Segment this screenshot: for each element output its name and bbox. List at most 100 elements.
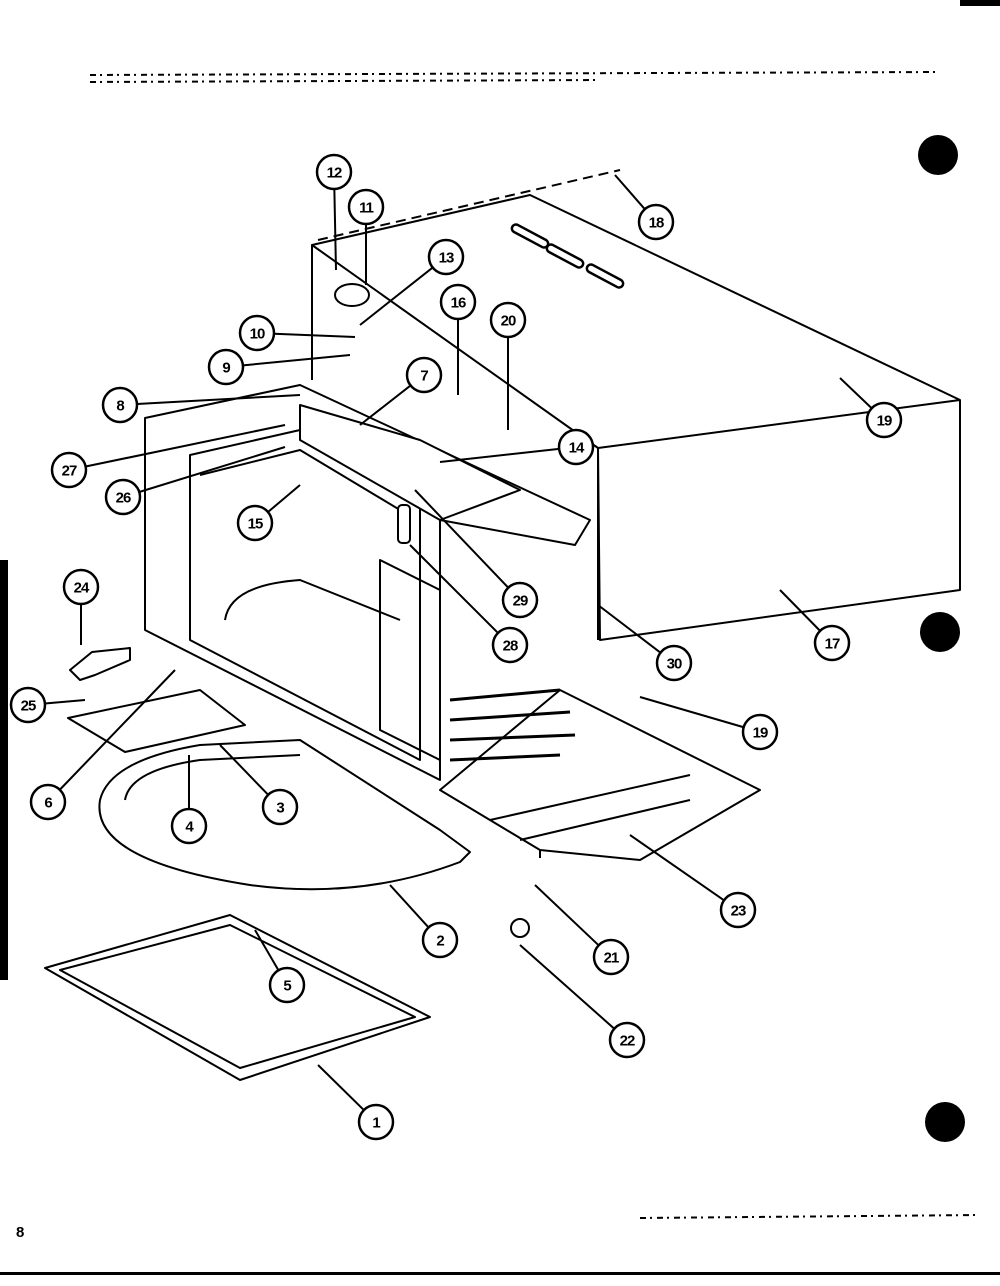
callout-circle xyxy=(608,1021,646,1059)
callout-label: 12 xyxy=(327,165,342,182)
callout-label: 24 xyxy=(74,580,90,597)
bracket-part-3 xyxy=(67,689,246,753)
callout-label: 9 xyxy=(222,360,230,377)
callout-circle xyxy=(104,478,142,516)
callout-13: 13 xyxy=(359,238,465,326)
leader-line xyxy=(267,484,301,513)
callout-15: 15 xyxy=(236,484,301,542)
callout-18: 18 xyxy=(614,174,675,241)
callout-circle xyxy=(421,921,459,959)
callout-circle xyxy=(170,807,208,845)
leader-line xyxy=(242,354,351,367)
callout-21: 21 xyxy=(534,884,630,976)
callout-3: 3 xyxy=(219,744,299,826)
callout-label: 16 xyxy=(451,295,466,312)
callout-14: 14 xyxy=(439,428,595,466)
callout-label: 6 xyxy=(44,795,52,812)
leader-line xyxy=(85,424,286,468)
callout-23: 23 xyxy=(629,834,757,929)
leader-line xyxy=(614,174,646,210)
callout-label: 23 xyxy=(731,903,746,920)
callout-circle xyxy=(207,348,245,386)
callout-circle xyxy=(637,203,675,241)
page-number: 8 xyxy=(16,1224,25,1241)
callout-circle xyxy=(405,356,443,394)
callout-circle xyxy=(261,788,299,826)
callout-19: 19 xyxy=(639,696,779,751)
callout-label: 30 xyxy=(667,656,682,673)
callout-label: 10 xyxy=(250,326,265,343)
callout-label: 15 xyxy=(248,516,263,533)
leader-line xyxy=(534,884,600,947)
callout-circle xyxy=(268,966,306,1004)
leader-line xyxy=(519,944,615,1030)
callout-19: 19 xyxy=(839,377,903,439)
callout-circle xyxy=(439,283,477,321)
callout-circle xyxy=(62,568,100,606)
callout-label: 4 xyxy=(185,819,194,836)
callout-label: 19 xyxy=(753,725,768,742)
callout-6: 6 xyxy=(29,669,176,821)
callout-label: 14 xyxy=(569,440,585,457)
callout-27: 27 xyxy=(50,424,286,489)
callout-label: 13 xyxy=(439,250,454,267)
callout-label: 1 xyxy=(372,1115,380,1132)
callout-2: 2 xyxy=(389,884,459,959)
leader-line xyxy=(273,332,356,338)
callout-26: 26 xyxy=(104,446,286,516)
callout-20: 20 xyxy=(489,301,527,430)
leader-line xyxy=(136,394,301,406)
callout-circle xyxy=(101,386,139,424)
callout-circle xyxy=(236,504,274,542)
callout-circle xyxy=(427,238,465,276)
leader-line xyxy=(44,699,86,705)
oven-cavity xyxy=(144,384,591,781)
callout-circle xyxy=(238,314,276,352)
callout-circle xyxy=(9,686,47,724)
callout-8: 8 xyxy=(101,386,301,424)
callout-9: 9 xyxy=(207,348,351,386)
callout-circle xyxy=(557,428,595,466)
callout-circle xyxy=(865,401,903,439)
scan-noise-top xyxy=(89,71,981,1219)
callout-circle xyxy=(357,1103,395,1141)
leader-line xyxy=(639,696,744,729)
callout-label: 22 xyxy=(620,1033,635,1050)
callout-circle xyxy=(50,451,88,489)
callout-17: 17 xyxy=(779,589,851,662)
callout-circle xyxy=(592,938,630,976)
leader-line xyxy=(439,447,560,463)
callout-label: 8 xyxy=(116,398,124,415)
callout-circle xyxy=(741,713,779,751)
callout-11: 11 xyxy=(347,188,385,285)
callout-label: 2 xyxy=(436,933,444,950)
leader-line xyxy=(779,589,821,632)
leader-line xyxy=(839,377,873,409)
callout-label: 28 xyxy=(503,638,518,655)
callout-circle xyxy=(315,153,353,191)
leader-line xyxy=(359,384,412,426)
callout-label: 26 xyxy=(116,490,131,507)
callout-25: 25 xyxy=(9,686,86,724)
callout-label: 17 xyxy=(825,636,840,653)
leader-line xyxy=(254,929,280,971)
callout-circle xyxy=(489,301,527,339)
callout-circle xyxy=(501,581,539,619)
tray-part-1 xyxy=(44,914,431,1081)
leader-line xyxy=(597,604,662,654)
leader-line xyxy=(219,744,269,796)
callout-circle xyxy=(347,188,385,226)
callout-29: 29 xyxy=(414,489,539,619)
callout-label: 3 xyxy=(276,800,284,817)
thermostat-part-11 xyxy=(334,283,370,307)
callout-circle xyxy=(29,783,67,821)
leader-line xyxy=(389,884,430,929)
callout-5: 5 xyxy=(254,929,306,1004)
callout-circle xyxy=(813,624,851,662)
leader-line xyxy=(317,1064,365,1111)
callout-label: 20 xyxy=(501,313,516,330)
callouts: 1211131091620782714261518192928301724256… xyxy=(9,153,903,1141)
callout-22: 22 xyxy=(519,944,646,1059)
